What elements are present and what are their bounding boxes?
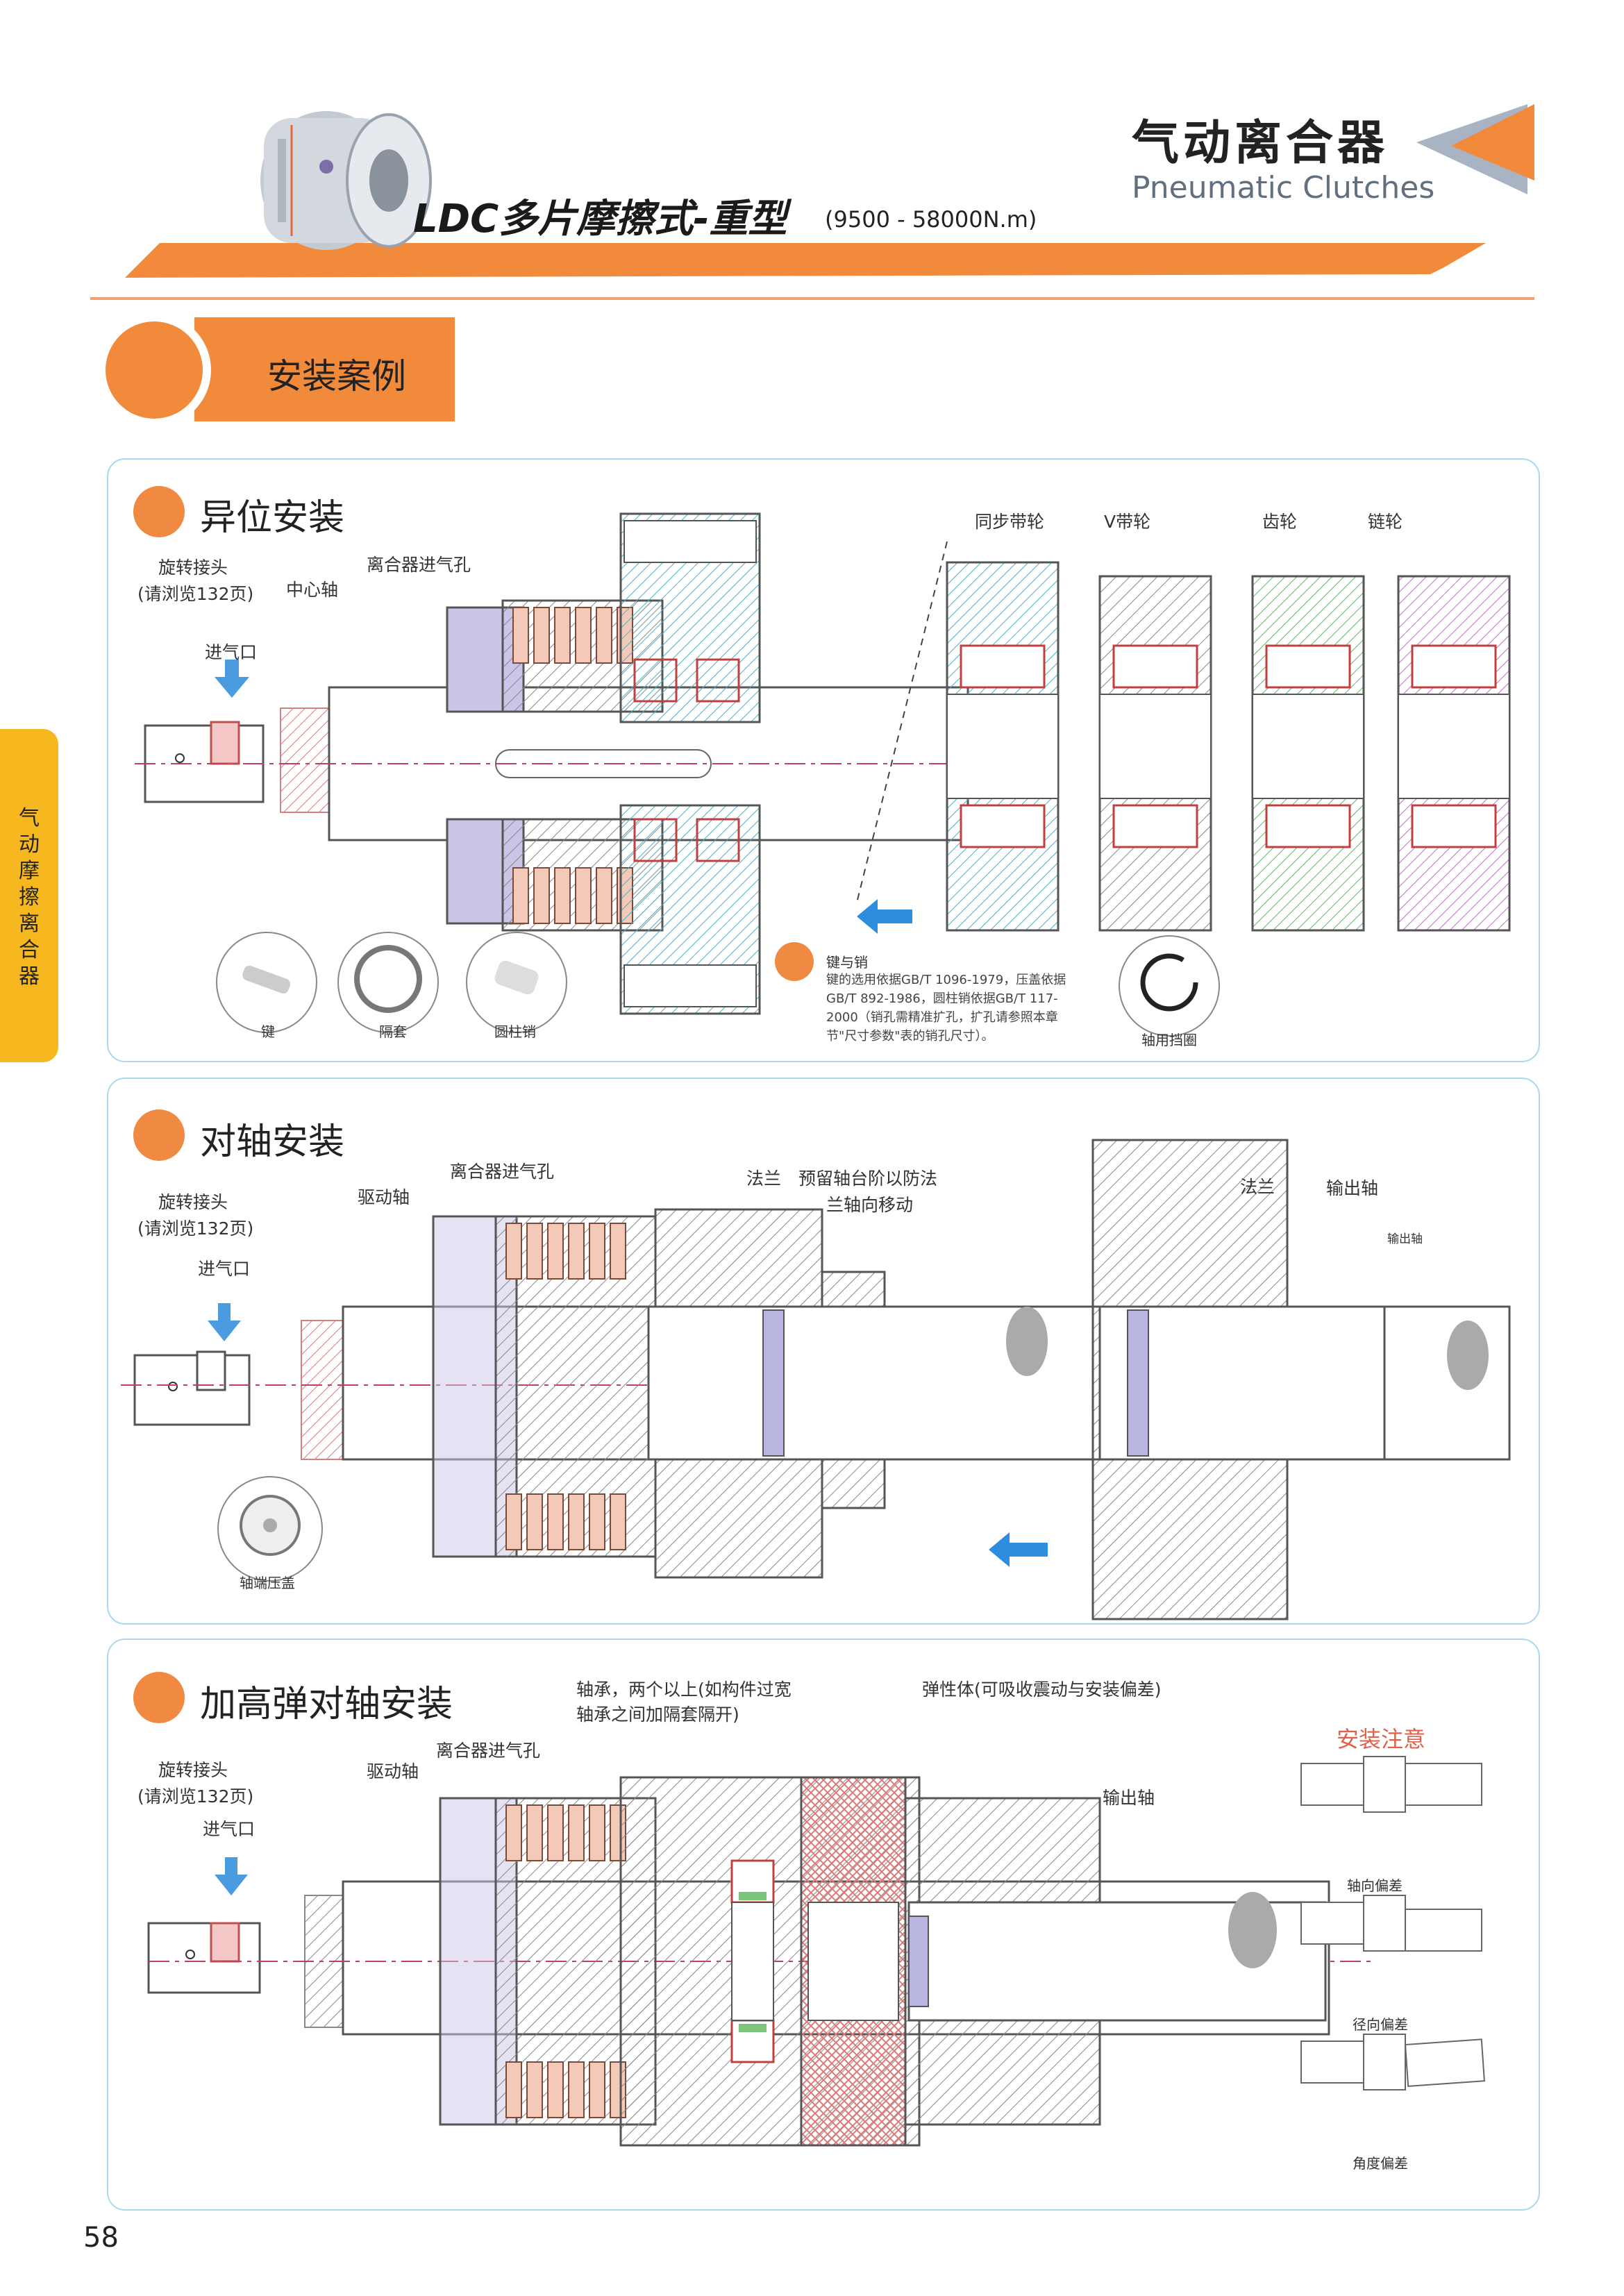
label-axial-deviation: 轴向偏差 xyxy=(1347,1877,1403,1894)
label-bearing-note-2: 轴承之间加隔套隔开) xyxy=(576,1704,739,1725)
label-rotary-joint-ref: (请浏览132页) xyxy=(137,1786,254,1807)
label-center-shaft: 中心轴 xyxy=(286,580,339,600)
label-air-inlet: 进气口 xyxy=(198,1259,251,1279)
label-v-pulley: V带轮 xyxy=(1104,512,1151,532)
panel-title: 加高弹对轴安装 xyxy=(200,1684,453,1725)
panel-bullet xyxy=(133,1109,185,1161)
page-number: 58 xyxy=(83,2222,119,2254)
shaft-install-diagram xyxy=(121,1139,1511,1620)
label-reserve-note-2: 兰轴向移动 xyxy=(826,1195,914,1215)
section-heading-graphics xyxy=(97,316,455,427)
model-name: LDC多片摩擦式-重型 xyxy=(413,196,787,242)
label-air-inlet: 进气口 xyxy=(205,642,258,662)
label-spacer: 隔套 xyxy=(379,1023,407,1040)
label-gear: 齿轮 xyxy=(1262,512,1298,532)
side-tab xyxy=(0,729,58,1062)
label-rotary-joint: 旋转接头 xyxy=(158,558,228,578)
label-reserve-note-1: 预留轴台阶以防法 xyxy=(798,1168,938,1189)
torque-range: (9500 - 58000N.m) xyxy=(825,206,1037,233)
label-flange-2: 法兰 xyxy=(1240,1177,1275,1197)
clutch-product-image xyxy=(260,111,432,250)
label-key: 键 xyxy=(261,1023,275,1040)
panel-bullet xyxy=(133,1672,185,1723)
note-title: 键与销 xyxy=(826,954,868,971)
label-radial-deviation: 径向偏差 xyxy=(1353,2016,1408,2033)
label-air-hole: 离合器进气孔 xyxy=(450,1162,555,1182)
label-angular-deviation: 角度偏差 xyxy=(1353,2155,1408,2172)
panel-title: 异位安装 xyxy=(200,497,345,539)
page-subtitle: Pneumatic Clutches xyxy=(1132,170,1435,206)
label-drive-shaft: 驱动轴 xyxy=(367,1761,419,1782)
label-rotary-joint-ref: (请浏览132页) xyxy=(137,1218,254,1239)
panel-bullet xyxy=(133,486,185,537)
label-bearing-note-1: 轴承，两个以上(如构件过宽 xyxy=(576,1679,792,1700)
header-graphics xyxy=(90,104,1534,300)
page-title: 气动离合器 xyxy=(1132,116,1389,171)
label-air-hole: 离合器进气孔 xyxy=(436,1741,541,1761)
label-rotary-joint-ref: (请浏览132页) xyxy=(137,584,254,604)
label-drive-shaft: 驱动轴 xyxy=(358,1187,410,1207)
section-title: 安装案例 xyxy=(267,356,406,396)
label-snap-ring: 轴用挡圈 xyxy=(1141,1032,1197,1048)
label-rotary-joint: 旋转接头 xyxy=(158,1760,228,1780)
label-elastic: 弹性体(可吸收震动与安装偏差) xyxy=(922,1679,1162,1700)
label-shaft-cap: 轴端压盖 xyxy=(240,1575,295,1591)
label-pin: 圆柱销 xyxy=(494,1023,536,1040)
label-sprocket: 链轮 xyxy=(1368,512,1403,532)
label-sync-pulley: 同步带轮 xyxy=(975,512,1045,532)
label-output-shaft: 输出轴 xyxy=(1103,1788,1155,1808)
offset-install-diagram xyxy=(135,512,1511,1037)
label-flange: 法兰 xyxy=(746,1168,782,1189)
label-output-shaft-small: 输出轴 xyxy=(1387,1232,1423,1246)
note-body: 键的选用依据GB/T 1096-1979，压盖依据GB/T 892-1986，圆… xyxy=(826,973,1066,1044)
install-notice-title: 安装注意 xyxy=(1337,1726,1426,1752)
label-air-hole: 离合器进气孔 xyxy=(367,555,471,575)
side-tab-label: 气动摩擦离合器 xyxy=(19,806,40,989)
label-air-inlet: 进气口 xyxy=(203,1819,256,1839)
panel-title: 对轴安装 xyxy=(200,1121,345,1163)
label-rotary-joint: 旋转接头 xyxy=(158,1192,228,1212)
label-output-shaft: 输出轴 xyxy=(1326,1178,1379,1198)
elastic-install-diagram xyxy=(147,1756,1485,2147)
